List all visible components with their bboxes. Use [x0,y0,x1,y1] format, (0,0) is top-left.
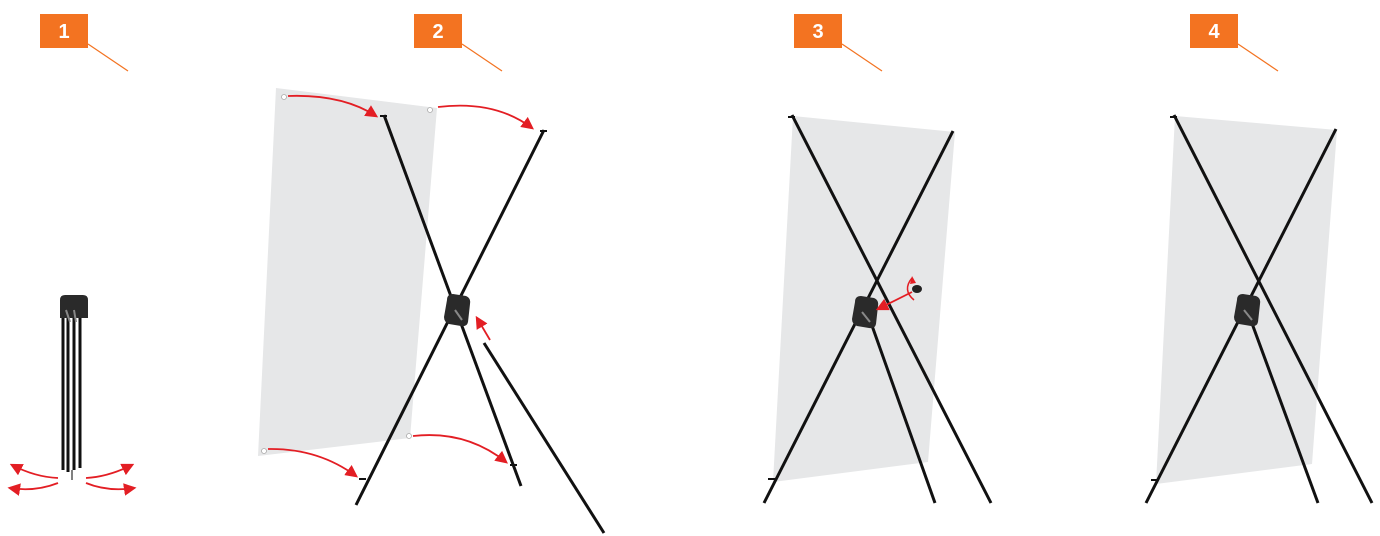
step-badge: 4 [1190,14,1279,72]
badge-background [1190,14,1238,48]
red-arrow-icon [85,463,135,479]
grommet [406,433,412,439]
hub-highlight [1243,309,1253,321]
banner-panel [258,88,437,456]
leader-line [841,43,883,72]
step-number: 1 [58,21,69,43]
pole [868,319,937,504]
badge-background [794,14,842,48]
badge-background [40,14,88,48]
x-frame [354,114,606,534]
red-arrow-icon [287,94,379,118]
step-badge: 3 [794,14,883,72]
badge-background [414,14,462,48]
step-3: 3 [762,14,993,504]
hub-highlight [65,309,77,323]
step-4: 4 [1144,14,1374,504]
step-number: 2 [432,21,443,43]
rotate-knob-icon [906,276,922,301]
pole [1172,114,1374,504]
pole [790,114,993,504]
red-arrow-icon [437,104,535,130]
hub-highlight [861,311,871,323]
step-badge: 2 [414,14,503,72]
red-arrow-icon [875,291,913,311]
connector-hub-icon [444,294,471,327]
red-arrow-icon [85,482,137,496]
detached-pole [482,342,606,534]
step-1: 1 [7,14,137,496]
step-number: 4 [1208,21,1220,43]
red-arrow-icon [9,463,59,479]
red-arrow-icon [475,315,491,341]
red-arrow-icon [412,434,508,464]
step-number: 3 [812,21,823,43]
grommet [261,448,267,454]
pole [1248,317,1320,504]
connector-hub-icon [1234,294,1261,327]
x-frame [762,114,993,504]
red-arrow-icon [7,482,59,496]
grommet [427,107,433,113]
connector-hub-icon [852,296,879,329]
leader-line [461,43,503,72]
red-arrow-icon [267,448,359,478]
grommet [281,94,287,100]
x-frame [1144,114,1374,504]
step-badge: 1 [40,14,129,72]
folded-stand [7,295,137,496]
step-2: 2 [258,14,606,534]
hub-highlight [454,309,463,321]
leader-line [1237,43,1279,72]
leader-line [87,43,129,72]
